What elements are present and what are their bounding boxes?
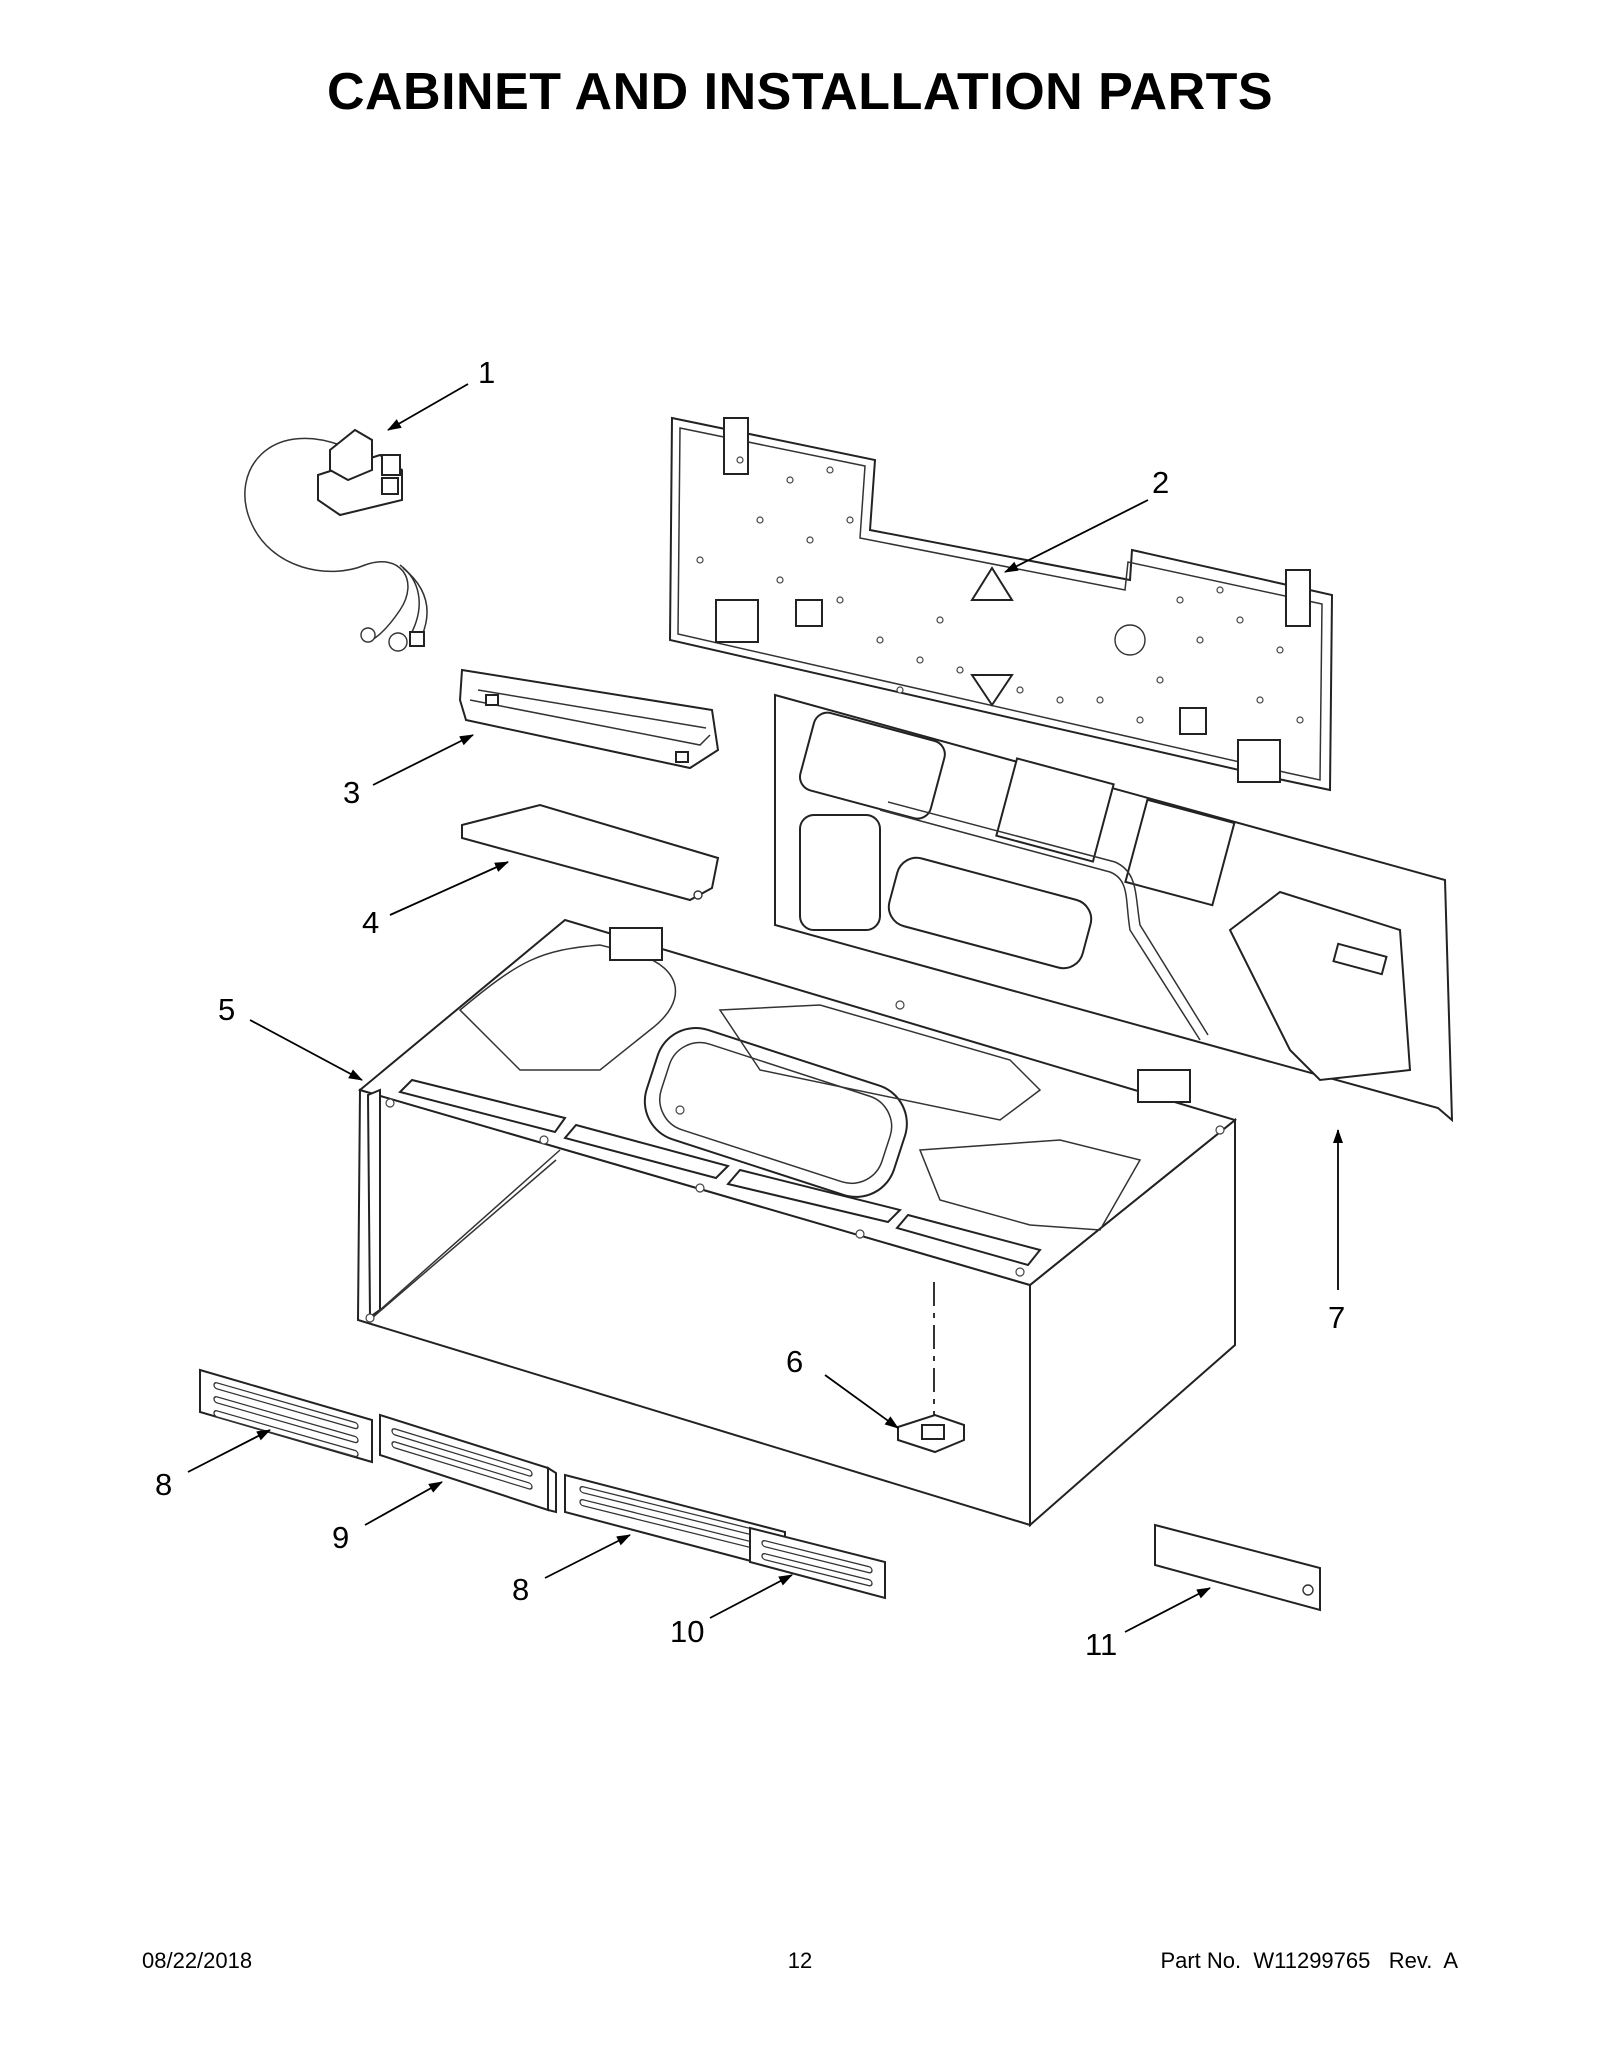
footer-part-number: Part No. W11299765 Rev. A: [1160, 1948, 1458, 1973]
callout-label: 3: [343, 775, 360, 810]
callout-label: 8: [512, 1572, 529, 1607]
clip-part: [897, 1413, 965, 1454]
plain-cover-part: [1154, 1523, 1321, 1612]
small-vent-grille-part: [749, 1526, 886, 1600]
footer-date: 08/22/2018: [142, 1948, 253, 1973]
callout-label: 5: [218, 992, 235, 1027]
callout-label: 8: [155, 1467, 172, 1502]
callout-label: 2: [1152, 465, 1169, 500]
bracket-part: [458, 668, 720, 770]
vent-grille-part: [564, 1473, 786, 1572]
callout-label: 7: [1328, 1300, 1345, 1335]
callout-label: 11: [1085, 1627, 1117, 1662]
cabinet-shell-part: [356, 918, 1238, 1528]
vent-grille-part: [199, 1368, 373, 1464]
footer-page-number: 12: [787, 1948, 813, 1973]
page-title: CABINET AND INSTALLATION PARTS: [326, 63, 1274, 121]
callout-arrows: [187, 383, 1343, 1633]
power-cord-part: [244, 428, 428, 652]
callout-label: 1: [478, 355, 495, 390]
callout-label: 9: [332, 1520, 349, 1555]
back-panel-part: [774, 693, 1454, 1123]
vent-cover-part: [379, 1413, 557, 1514]
callout-label: 4: [362, 905, 379, 940]
callout-labels: 1 2 3 4 5 6 7 8 9 8 10 11: [155, 355, 1345, 1662]
mounting-plate-part: [668, 416, 1334, 792]
callout-label: 10: [670, 1614, 704, 1649]
callout-label: 6: [786, 1344, 803, 1379]
flat-plate-part: [461, 803, 720, 902]
